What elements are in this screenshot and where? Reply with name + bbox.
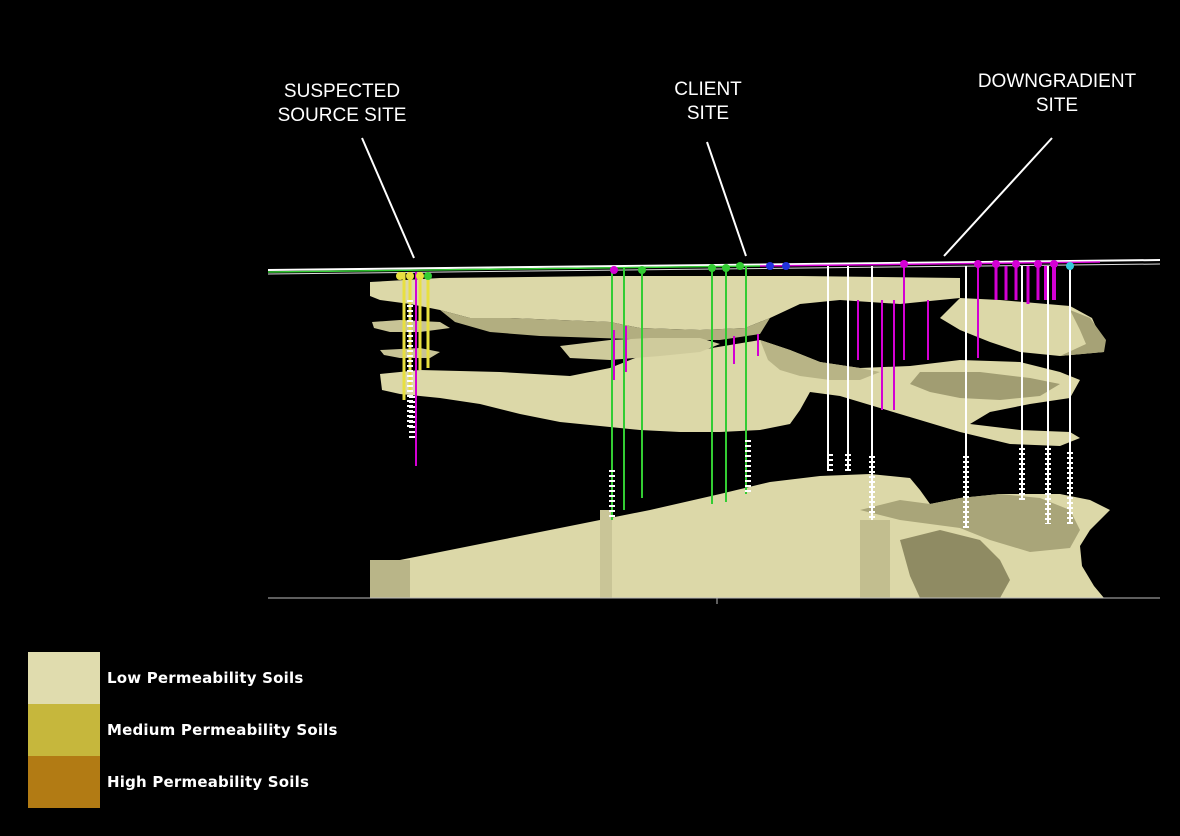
well-head-marker bbox=[406, 272, 414, 280]
well-head-marker bbox=[1034, 260, 1042, 268]
ground-surface-line-magenta bbox=[759, 261, 1101, 267]
legend: Low Permeability Soils Medium Permeabili… bbox=[28, 652, 338, 808]
upper-soil-shadow bbox=[440, 310, 770, 340]
downgradient-leader-line bbox=[943, 137, 1053, 257]
well-head-marker bbox=[766, 262, 774, 270]
well-head-marker bbox=[610, 266, 618, 274]
source-leader-line bbox=[361, 137, 415, 259]
well-head-marker bbox=[782, 262, 790, 270]
downgradient-callout-line1: DOWNGRADIENT bbox=[977, 71, 1137, 92]
center-soil-lens bbox=[560, 338, 720, 360]
well-head-marker bbox=[992, 260, 1000, 268]
well-head-marker bbox=[900, 260, 908, 268]
client-leader-line bbox=[706, 141, 747, 257]
legend-item-medium: Medium Permeability Soils bbox=[28, 704, 338, 756]
client-callout-line2: SITE bbox=[686, 103, 730, 124]
client-callout-line1: CLIENT bbox=[674, 79, 742, 100]
well-head-marker bbox=[974, 260, 982, 268]
well-head-marker bbox=[1066, 262, 1074, 270]
client-site-callout: CLIENT SITE bbox=[658, 78, 758, 126]
right-upper-soil-shadow bbox=[1060, 310, 1106, 356]
legend-item-low: Low Permeability Soils bbox=[28, 652, 338, 704]
source-callout-line1: SUSPECTED bbox=[283, 81, 401, 102]
well-head-marker bbox=[736, 262, 744, 270]
lower-soil-dark-band bbox=[900, 530, 1010, 598]
downgradient-site-callout: DOWNGRADIENT SITE bbox=[960, 70, 1154, 118]
monitoring-wells bbox=[396, 260, 1074, 528]
cross-section-diagram bbox=[267, 137, 1161, 604]
legend-label-low: Low Permeability Soils bbox=[107, 669, 304, 687]
legend-label-high: High Permeability Soils bbox=[107, 773, 310, 791]
lower-soil-left-shade bbox=[370, 560, 410, 598]
downgradient-callout-line2: SITE bbox=[1035, 95, 1079, 116]
lower-soil-shadow bbox=[860, 494, 1080, 552]
legend-swatch-high bbox=[28, 756, 100, 808]
middle-soil-shadow bbox=[760, 340, 880, 380]
legend-label-medium: Medium Permeability Soils bbox=[107, 721, 338, 739]
well-head-marker bbox=[1050, 260, 1058, 268]
source-site-callout: SUSPECTED SOURCE SITE bbox=[266, 80, 418, 128]
well-head-marker bbox=[424, 272, 432, 280]
well-head-marker bbox=[722, 264, 730, 272]
source-callout-line2: SOURCE SITE bbox=[277, 105, 407, 126]
well-head-marker bbox=[416, 272, 424, 280]
lower-soil-seam bbox=[600, 510, 612, 598]
lower-soil-right-shade bbox=[860, 520, 890, 598]
ground-surface-line-green bbox=[267, 265, 761, 273]
well-head-marker bbox=[396, 272, 404, 280]
legend-swatch-low bbox=[28, 652, 100, 704]
middle-soil-layer bbox=[380, 340, 1080, 446]
legend-item-high: High Permeability Soils bbox=[28, 756, 338, 808]
well-head-marker bbox=[1012, 260, 1020, 268]
legend-swatch-medium bbox=[28, 704, 100, 756]
well-head-marker bbox=[708, 264, 716, 272]
upper-soil-layer bbox=[370, 276, 960, 330]
well-head-marker bbox=[638, 266, 646, 274]
